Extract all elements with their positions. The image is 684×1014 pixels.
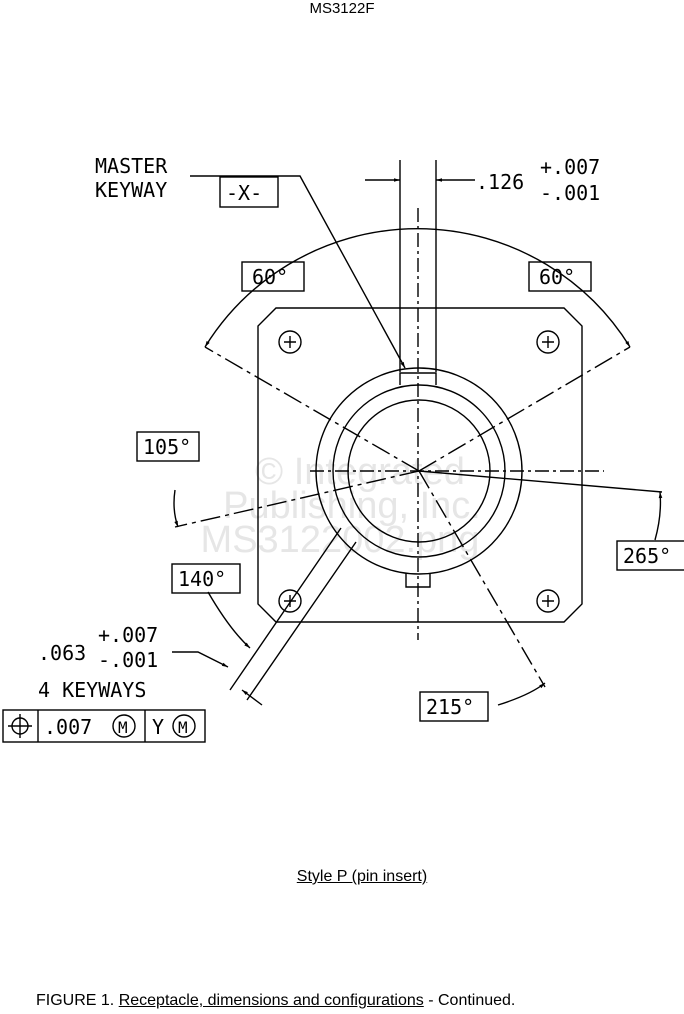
feature-control-frame [2, 709, 206, 743]
angle-105: 105° [143, 435, 191, 459]
svg-text:Publishing, Inc.: Publishing, Inc. [223, 485, 481, 527]
style-label: Style P (pin insert) [296, 868, 428, 885]
document-id: MS3122F [309, 0, 375, 17]
caption-title: Receptacle, dimensions and configuration… [118, 992, 424, 1009]
svg-text:MS3122002.png: MS3122002.png [201, 519, 480, 561]
caption-prefix: FIGURE 1. [36, 992, 119, 1009]
caption-suffix: - Continued. [423, 992, 516, 1009]
angle-60-right: 60° [539, 265, 575, 289]
keyway-tol-plus: +.007 [540, 155, 600, 179]
keyway-tol-minus: -.001 [540, 181, 600, 205]
master-label: MASTER [95, 154, 168, 178]
fcf-tolerance: .007 [44, 715, 92, 739]
slot-140 [229, 527, 357, 701]
slot-tol-plus: +.007 [98, 623, 158, 647]
fcf-datum-modifier: M [178, 718, 188, 737]
fcf-modifier: M [118, 718, 128, 737]
angle-215: 215° [426, 695, 474, 719]
angle-140: 140° [178, 567, 226, 591]
slot-tol-minus: -.001 [98, 648, 158, 672]
flange-outline [257, 307, 583, 623]
fcf-datum: Y [152, 715, 164, 739]
slot-width: .063 [38, 641, 86, 665]
keyway-width: .126 [476, 170, 524, 194]
keyway-label: KEYWAY [95, 178, 167, 202]
keyway-lines [399, 160, 437, 372]
keyways-count: 4 KEYWAYS [38, 678, 146, 702]
figure-caption: FIGURE 1. Receptacle, dimensions and con… [36, 992, 515, 1010]
master-keyway-tab [399, 372, 437, 385]
angle-265: 265° [623, 544, 671, 568]
watermark: © Integrated Publishing, Inc. MS3122002.… [201, 451, 481, 561]
angle-60-left: 60° [252, 265, 288, 289]
datum-x: -X- [226, 181, 262, 205]
